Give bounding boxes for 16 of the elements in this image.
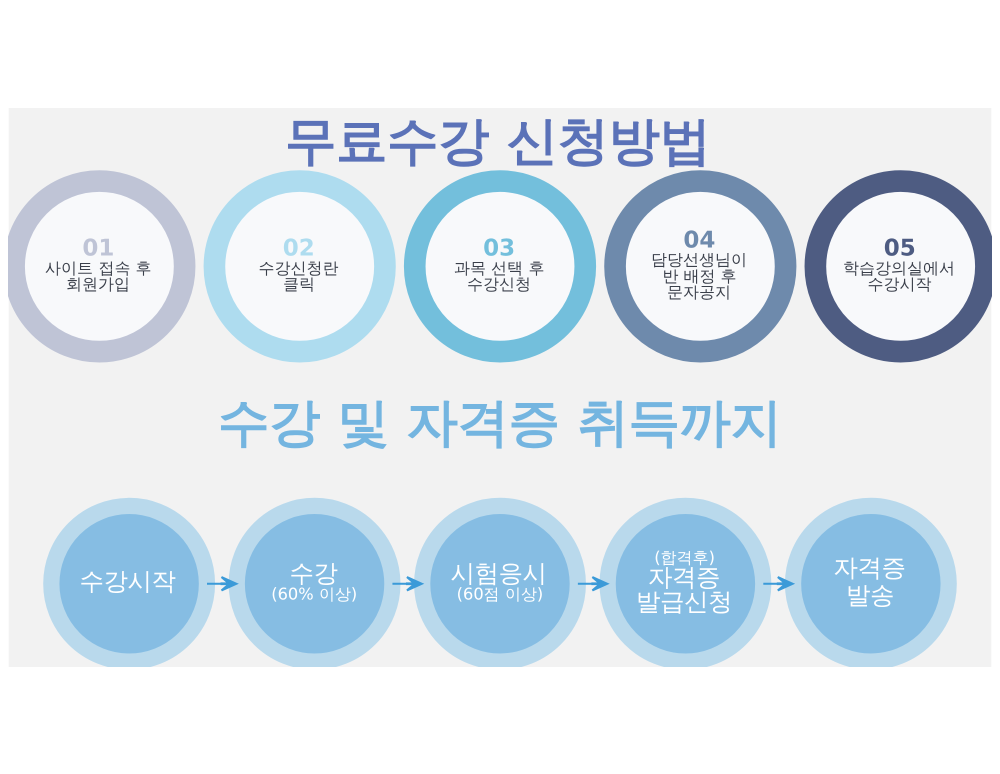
node-circle: 시험응시 (60점 이상) xyxy=(414,497,586,666)
arrow xyxy=(763,576,794,591)
arrow xyxy=(578,576,608,591)
node-circle: 01 사이트 접속 후 회원가입 xyxy=(8,170,196,362)
label: 수강 및 자격증 취득까지 xyxy=(218,392,782,453)
node-circle: 04 담당선생님이 반 배정 후 문자공지 xyxy=(604,170,796,362)
node-circle: 05 학습강의실에서 수강시작 xyxy=(804,170,992,362)
arrow xyxy=(392,576,423,591)
node-circle: 자격증 발송 xyxy=(784,497,957,666)
diagram-title: 무료수강 신청방법 xyxy=(284,111,711,172)
arrow xyxy=(207,576,238,591)
node-circle: 03 과목 선택 후 수강신청 xyxy=(404,170,596,362)
node-circle: 수강 (60% 이상) xyxy=(228,497,401,666)
node-circle: 02 수강신청란 클릭 xyxy=(204,170,396,362)
node-circle: 수강시작 xyxy=(43,497,216,666)
node-circle: (합격후) 자격증 발급신청 xyxy=(599,497,772,666)
